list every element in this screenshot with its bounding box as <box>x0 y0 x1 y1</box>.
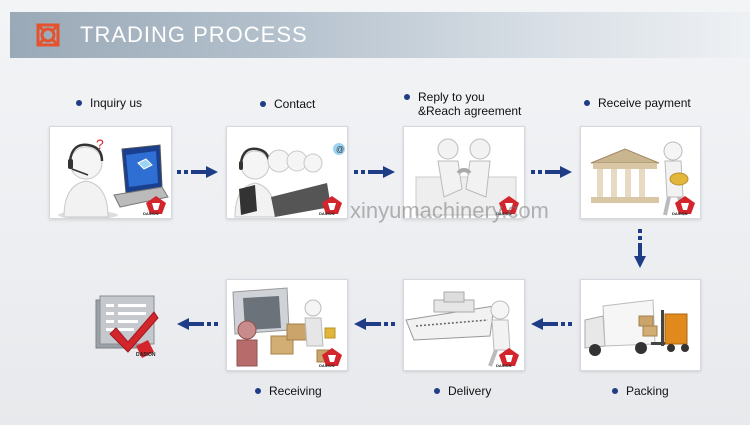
truck-forklift-icon <box>584 299 689 356</box>
step-label-packing: Packing <box>612 384 669 398</box>
bullet-dot <box>434 387 440 394</box>
step-label-reply: Reply to you&Reach agreement <box>404 90 544 118</box>
dasion-logo-icon <box>322 196 342 214</box>
arrow-left-icon <box>354 318 395 330</box>
cargo-ship-icon <box>405 291 512 367</box>
handshake-icon <box>415 138 517 216</box>
bullet-dot <box>404 93 410 100</box>
final-step-checklist: DASION <box>92 294 162 364</box>
badge-text: DASION <box>143 211 159 216</box>
step-card-contact: @ DASION <box>226 126 348 219</box>
bullet-dot <box>255 387 261 394</box>
dasion-badge: DASION <box>672 195 696 216</box>
badge-text: DASION <box>319 211 335 216</box>
call-center-icon: @ <box>234 143 345 218</box>
step-card-inquiry: ? DASION <box>49 126 172 219</box>
dasion-badge: DASION <box>319 347 343 368</box>
step-card-payment: DASION <box>580 126 701 219</box>
dasion-badge: DASION <box>496 347 520 368</box>
step-card-receiving: DASION <box>226 279 348 371</box>
arrow-right-icon <box>354 166 395 178</box>
badge-text: DASION <box>496 363 512 368</box>
svg-text:?: ? <box>96 136 104 152</box>
badge-text: DASION <box>672 211 688 216</box>
arrow-left-icon <box>177 318 218 330</box>
badge-text: DASION <box>136 352 156 358</box>
arrow-down-icon <box>634 229 646 268</box>
step-label-contact: Contact <box>260 97 315 111</box>
page-title: TRADING PROCESS <box>80 22 308 47</box>
dasion-logo-icon <box>146 196 166 214</box>
checklist-done-icon: DASION <box>95 295 159 358</box>
arrow-right-icon <box>531 166 572 178</box>
dasion-badge: DASION <box>319 195 343 216</box>
bullet-dot <box>260 100 266 107</box>
person-laptop-icon: ? <box>58 136 169 218</box>
dasion-badge: DASION <box>496 195 520 216</box>
dasion-badge: DASION <box>143 195 167 216</box>
dasion-logo-icon <box>675 196 695 214</box>
dasion-logo-icon <box>499 348 519 366</box>
svg-text:@: @ <box>336 145 344 154</box>
step-card-packing <box>580 279 701 371</box>
step-label-payment: Receive payment <box>584 96 691 110</box>
arrow-right-icon <box>177 166 218 178</box>
arrow-left-icon <box>531 318 572 330</box>
step-card-reply: DASION <box>403 126 525 219</box>
bullet-dot <box>76 99 82 106</box>
dasion-logo-icon <box>322 348 342 366</box>
badge-text: DASION <box>496 211 512 216</box>
header-bar: TRADING PROCESS <box>10 12 750 58</box>
step-label-receiving: Receiving <box>255 384 322 398</box>
bullet-dot <box>612 387 618 394</box>
step-label-inquiry: Inquiry us <box>76 96 142 110</box>
step-label-delivery: Delivery <box>434 384 491 398</box>
step-card-delivery: DASION <box>403 279 525 371</box>
badge-text: DASION <box>319 363 335 368</box>
brand-logo-icon <box>36 23 60 47</box>
watermark-text: xinyumachinery.com <box>350 198 549 223</box>
dasion-logo-icon <box>499 196 519 214</box>
bullet-dot <box>584 99 590 106</box>
